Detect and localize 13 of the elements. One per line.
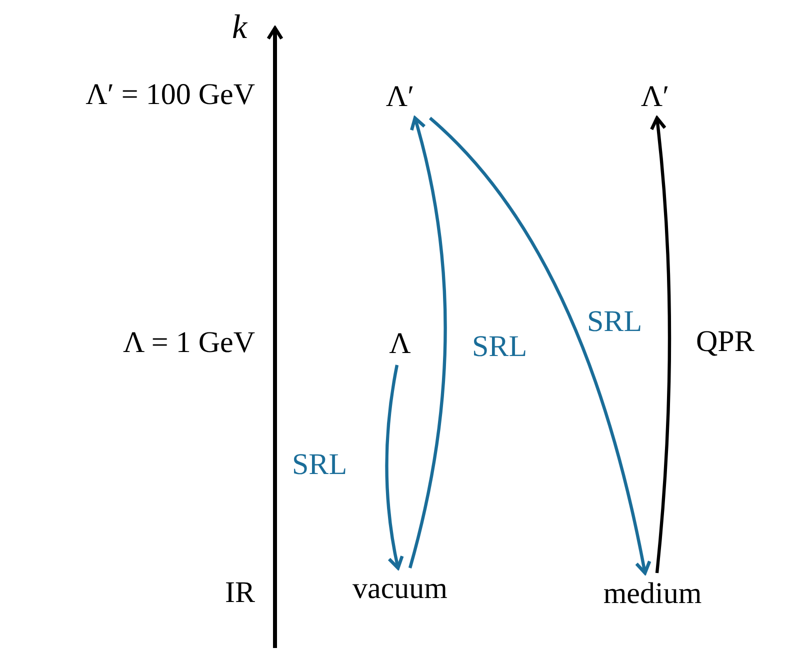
curved-arrow: [385, 364, 404, 570]
node-label: Λ: [380, 322, 420, 365]
axis-label: k: [232, 10, 248, 46]
scale-label: IR: [225, 575, 255, 611]
curved-arrow: [650, 116, 672, 574]
curved-arrow: [428, 116, 652, 575]
node-label: Λ′: [630, 75, 680, 118]
node-label: Λ′: [375, 75, 425, 118]
scale-label: Λ′ = 100 GeV: [86, 77, 255, 113]
curved-arrow: [408, 116, 447, 568]
node-label: medium: [580, 573, 725, 615]
scale-label: Λ = 1 GeV: [122, 325, 255, 361]
node-label: vacuum: [330, 568, 470, 610]
